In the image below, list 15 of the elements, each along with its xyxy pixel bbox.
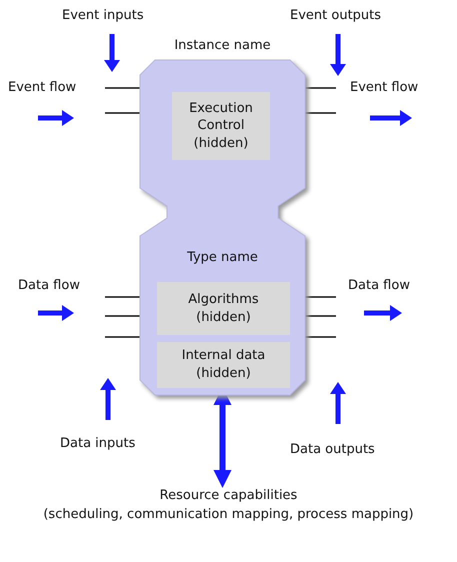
event-flow-label: Event flow [350,80,418,95]
event-inputs-label: Event inputs [62,8,144,23]
data-inputs-label: Data inputs [60,436,136,451]
resource-capabilities-label: Resource capabilities [160,488,298,503]
data-outputs-label: Data outputs [290,442,375,457]
data-flow-label: Data flow [18,278,80,293]
instance-name-heading: Instance name [174,38,271,53]
event-outputs-label: Event outputs [290,8,382,23]
resource-details-label: (scheduling, communication mapping, process mapping) [43,507,414,522]
internal-data-box: Internal data (hidden) [157,342,290,388]
algorithms-box: Algorithms (hidden) [157,282,290,335]
data-flow-label: Data flow [348,278,410,293]
event-flow-label: Event flow [8,80,76,95]
type-name-heading: Type name [187,250,258,265]
execution-control-box: Execution Control (hidden) [172,92,270,160]
